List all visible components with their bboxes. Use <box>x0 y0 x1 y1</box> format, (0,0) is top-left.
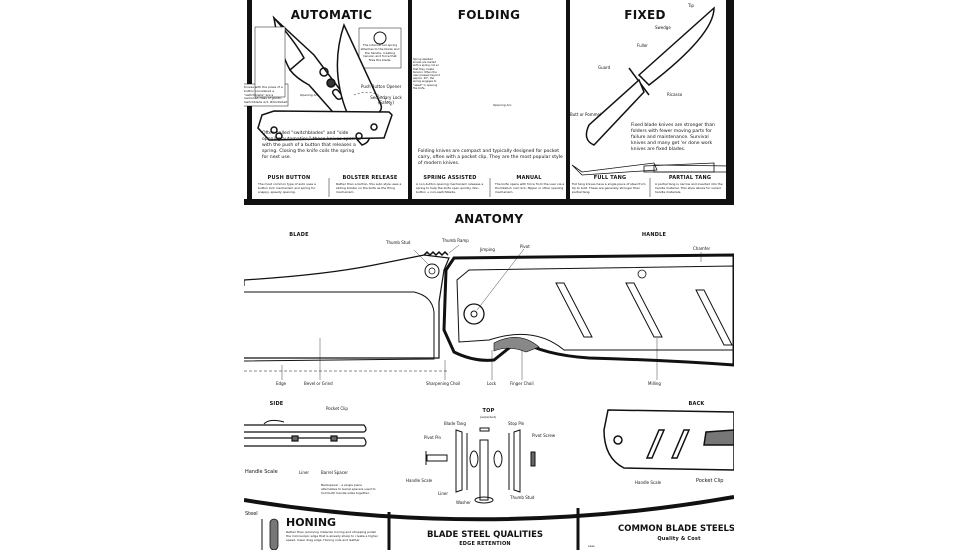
side-heading: SIDE <box>269 401 284 407</box>
thumb-ramp-label: Thumb Ramp <box>442 238 469 243</box>
chamfer-label: Chamfer <box>693 246 711 251</box>
back-view-drawing <box>603 409 734 471</box>
butt-pommel-label: Butt or Pommel <box>570 112 602 117</box>
section-divider <box>244 495 734 522</box>
automatic-opening-arc-label: Opening Arc <box>300 93 319 97</box>
thumb-stud-label: Thumb Stud <box>386 240 411 245</box>
fixed-title: FIXED <box>624 8 666 22</box>
top-heading: TOP <box>482 408 495 414</box>
folding-callout: Spring assisted knives are loaded with a… <box>413 58 440 90</box>
edge-retention-heading: EDGE RETENTION <box>459 541 511 547</box>
milling-label: Milling <box>648 381 661 386</box>
backspacer-note: Backspacer - a single piece alternative … <box>321 483 376 495</box>
anatomy-knife-drawing <box>244 250 734 372</box>
callout-box <box>254 26 286 98</box>
anatomy-title: ANATOMY <box>454 212 524 226</box>
side-view-drawing <box>244 419 367 447</box>
top-exploded-drawing <box>425 427 536 504</box>
manual-heading: MANUAL <box>516 175 542 181</box>
push-button-text: The most common type of auto uses a butt… <box>258 182 316 194</box>
folding-title: FOLDING <box>457 8 521 22</box>
side-liner-label: Liner <box>299 470 309 475</box>
fuller-label: Fuller <box>637 43 648 48</box>
manual-text: The knife opens with force from the user… <box>495 182 565 194</box>
folding-opening-arc-label: Opening Arc <box>493 103 512 107</box>
panel-divider <box>566 0 570 200</box>
knife-infographic: AUTOMATIC The internal coil spring attac… <box>244 0 734 550</box>
full-tang-text: Full tang knives have a single piece of … <box>572 182 646 194</box>
back-handle-scale-label: Handle Scale <box>635 480 662 485</box>
partial-tang-heading: PARTIAL TANG <box>668 175 712 181</box>
quality-cost-heading: Quality & Cost <box>657 536 701 542</box>
guard-label: Guard <box>598 65 611 70</box>
pivot-screw-label: Pivot Screw <box>532 433 556 438</box>
sharpening-choil-label: Sharpening Choil <box>426 381 461 386</box>
folding-knife-drawing <box>257 22 393 141</box>
bolster-release-heading: BOLSTER RELEASE <box>342 175 398 181</box>
automatic-description: Often called "switchblades" and "side op… <box>262 131 356 160</box>
anatomy-leader-lines <box>281 244 702 380</box>
less-axis-label: Less <box>588 544 595 548</box>
jimping-label: Jimping <box>480 247 495 252</box>
partial-tang-text: A partial tang is narrow and inserted in… <box>655 182 723 194</box>
handle-heading: HANDLE <box>641 232 667 238</box>
edge-label: Edge <box>276 381 287 386</box>
pivot-label: Pivot <box>520 244 530 249</box>
push-button-opener-label: Push Button Opener <box>361 84 402 89</box>
back-heading: BACK <box>688 401 705 407</box>
folding-description: Folding knives are compact and typically… <box>418 149 563 166</box>
tip-label: Tip <box>688 3 694 8</box>
push-button-heading: PUSH BUTTON <box>267 175 311 181</box>
common-blade-steels-title: COMMON BLADE STEELS <box>618 524 734 534</box>
honing-steel-label: Steel <box>245 511 258 517</box>
automatic-title: AUTOMATIC <box>290 8 373 22</box>
side-pocket-clip-label: Pocket Clip <box>326 406 348 411</box>
blade-heading: BLADE <box>289 232 309 238</box>
stop-pin-label: Stop Pin <box>508 421 525 426</box>
honing-text: Rather than removing material, honing an… <box>286 530 378 542</box>
automatic-callout-left: Knives with the press of a button consid… <box>244 85 288 105</box>
blade-steel-qualities-title: BLADE STEEL QUALITIES <box>426 530 544 540</box>
top-thumb-stud-label: Thumb Stud <box>510 495 535 500</box>
swedge-label: Swedge <box>655 25 671 30</box>
bevel-label: Bevel or Grind <box>304 381 333 386</box>
panel-divider <box>408 0 412 200</box>
lock-label: Lock <box>487 381 497 386</box>
back-pocket-clip-label: Pocket Clip <box>696 478 724 484</box>
fixed-description: Fixed blade knives are stronger than fol… <box>631 123 715 152</box>
diagram-linework <box>244 0 734 550</box>
finger-choil-label: Finger Choil <box>510 381 534 386</box>
spring-assisted-heading: SPRING ASSISTED <box>423 175 477 181</box>
washer-label: Washer <box>456 500 471 505</box>
fixed-knife-drawing <box>571 6 733 176</box>
section-divider <box>244 199 734 205</box>
automatic-callout-right: The internal coil spring attaches to the… <box>360 43 400 63</box>
bolster-release-text: Rather than a button, this auto style us… <box>336 182 402 194</box>
top-subheading: (exploded) <box>479 415 497 419</box>
side-handle-scale-label: Handle Scale <box>245 469 278 475</box>
blade-tang-label: Blade Tang <box>444 421 466 426</box>
ricasso-label: Ricasso <box>667 92 683 97</box>
pivot-pin-label: Pivot Pin <box>424 435 442 440</box>
honing-title: HONING <box>286 516 337 529</box>
honing-rod <box>269 518 279 550</box>
callout-box <box>358 27 402 69</box>
top-liner-label: Liner <box>438 491 448 496</box>
spring-assisted-text: A non-button opening mechanism releases … <box>416 182 484 194</box>
full-tang-heading: FULL TANG <box>593 175 627 181</box>
secondary-lock-label: Secondary Lock (Safety) <box>370 95 402 105</box>
panel-divider <box>726 0 734 205</box>
top-handle-scale-label: Handle Scale <box>406 478 433 483</box>
barrel-spacer-label: Barrel Spacer <box>321 470 349 475</box>
